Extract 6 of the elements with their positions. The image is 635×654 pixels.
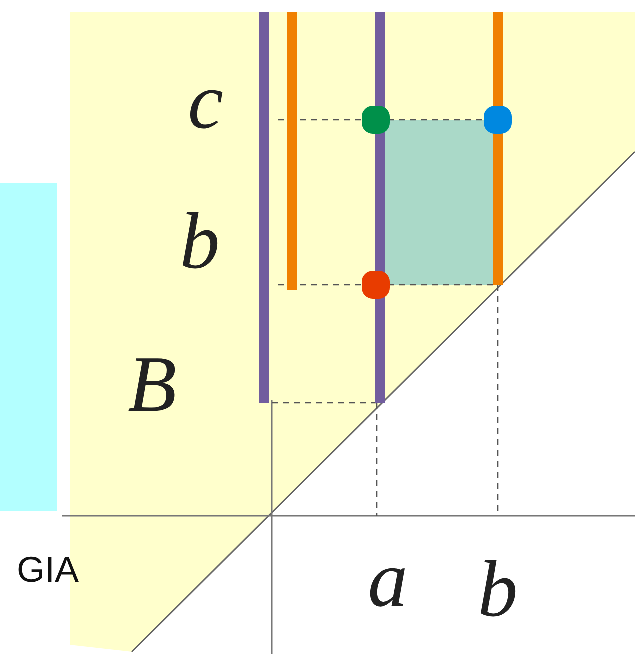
- text-label: GIA: [17, 552, 80, 588]
- axis-label: a: [368, 540, 408, 620]
- variable-label: b: [180, 202, 220, 282]
- variable-label: c: [188, 62, 224, 142]
- axis-label: b: [478, 550, 518, 630]
- variable-label: B: [128, 345, 177, 425]
